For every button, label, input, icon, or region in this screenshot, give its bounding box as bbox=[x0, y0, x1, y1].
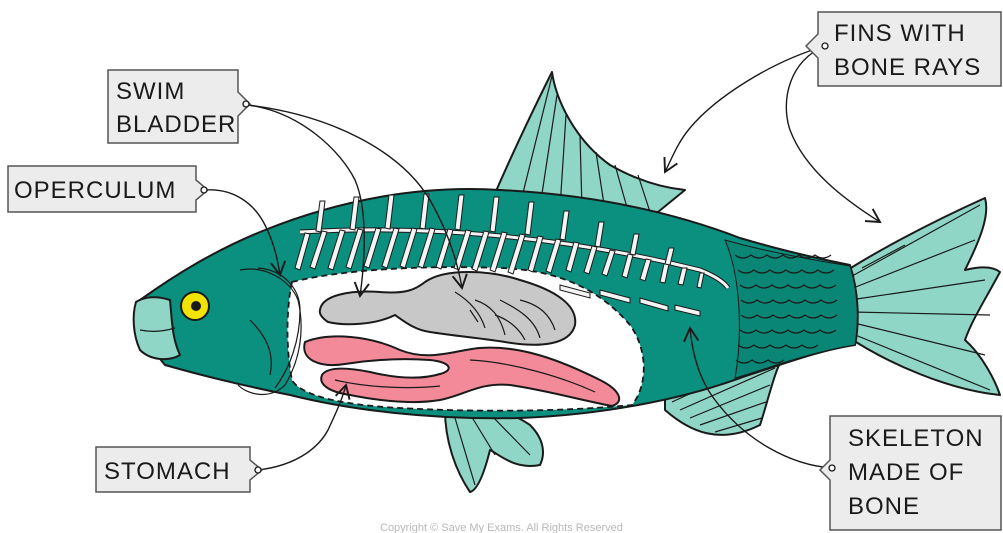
label-operculum-text: OPERCULUM bbox=[14, 177, 176, 204]
label-swim-bladder: SWIM BLADDER bbox=[108, 70, 250, 143]
label-fins: FINS WITH BONE RAYS bbox=[806, 12, 1001, 86]
label-skeleton-line3: BONE bbox=[848, 493, 920, 520]
label-fins-line1: FINS WITH bbox=[834, 20, 966, 47]
label-stomach-text: STOMACH bbox=[104, 458, 231, 485]
label-stomach: STOMACH bbox=[96, 447, 262, 492]
label-operculum: OPERCULUM bbox=[8, 166, 208, 212]
label-fins-line2: BONE RAYS bbox=[834, 54, 981, 81]
copyright-text: Copyright © Save My Exams. All Rights Re… bbox=[380, 522, 623, 533]
label-swim-bladder-line1: SWIM bbox=[116, 78, 185, 105]
label-skeleton-line1: SKELETON bbox=[848, 425, 984, 452]
label-skeleton-line2: MADE OF bbox=[848, 459, 964, 486]
label-swim-bladder-line2: BLADDER bbox=[116, 111, 236, 138]
label-skeleton: SKELETON MADE OF BONE bbox=[820, 416, 1001, 530]
caudal-fin bbox=[840, 198, 1000, 395]
